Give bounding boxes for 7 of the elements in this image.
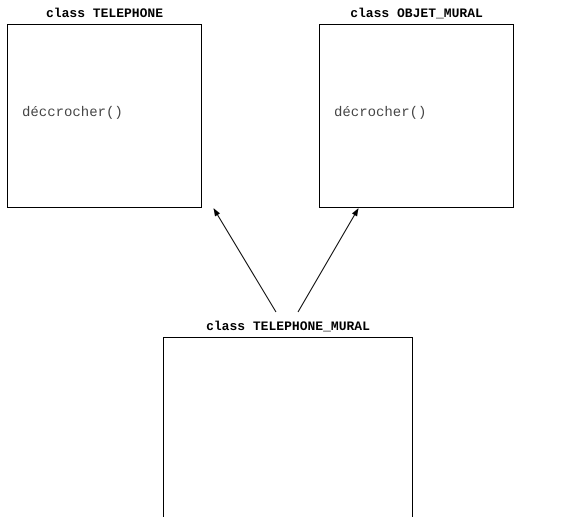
- class-name: class TELEPHONE_MURAL: [205, 319, 371, 336]
- inheritance-arrow: [213, 208, 276, 312]
- class-name: class TELEPHONE: [44, 6, 164, 23]
- method-name: décrocher(): [334, 105, 426, 121]
- inheritance-arrow: [298, 208, 358, 312]
- class-name: class OBJET_MURAL: [349, 6, 484, 23]
- method-name: déccrocher(): [22, 105, 123, 121]
